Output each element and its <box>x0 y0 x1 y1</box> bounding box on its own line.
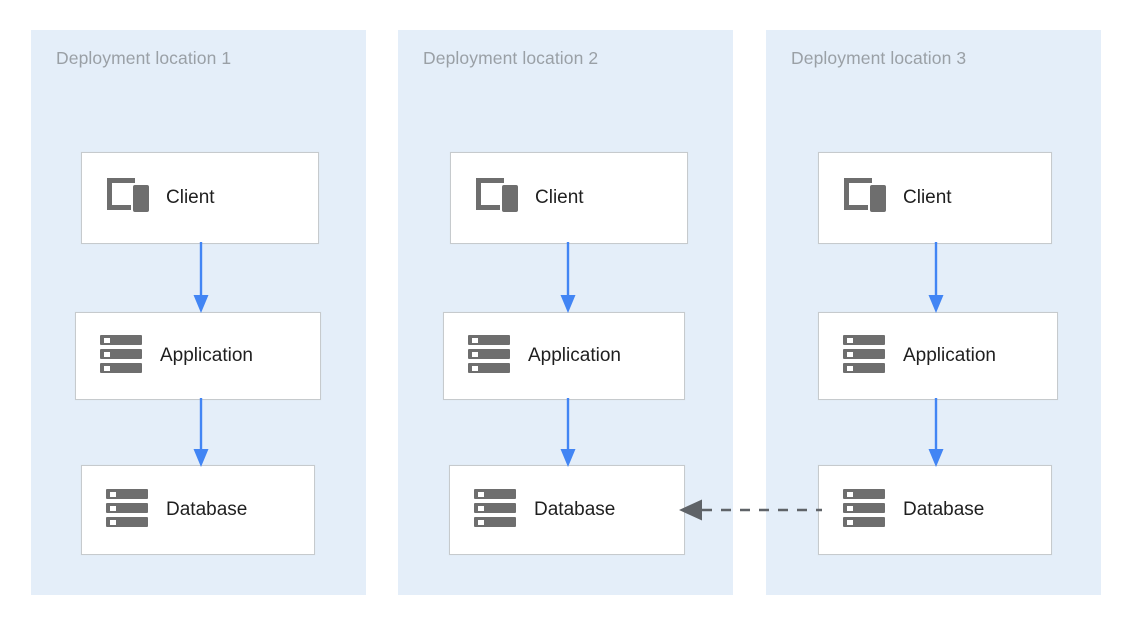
devices-icon <box>473 176 519 221</box>
connector-client-to-application <box>928 242 944 313</box>
deployment-location-3-panel: Deployment location 3 Client <box>766 30 1101 595</box>
server-stack-icon <box>466 333 512 380</box>
server-stack-icon <box>841 487 887 534</box>
server-stack-icon <box>841 333 887 380</box>
deployment-location-3-application-label: Application <box>903 345 996 366</box>
deployment-location-3-client-label: Client <box>903 187 952 208</box>
deployment-location-1-database-label: Database <box>166 499 248 520</box>
server-stack-icon <box>472 487 518 534</box>
deployment-location-1-application-label: Application <box>160 345 253 366</box>
deployment-location-3-application-node[interactable]: Application <box>818 312 1058 400</box>
deployment-location-2-client-label: Client <box>535 187 584 208</box>
deployment-location-1-database-node[interactable]: Database <box>81 465 315 555</box>
deployment-location-1-client-node[interactable]: Client <box>81 152 319 244</box>
diagram-title: Multi-region deployment architecture <box>0 0 1 1</box>
deployment-location-3-client-node[interactable]: Client <box>818 152 1052 244</box>
deployment-location-2-client-node[interactable]: Client <box>450 152 688 244</box>
connector-application-to-database <box>928 398 944 467</box>
server-stack-icon <box>98 333 144 380</box>
deployment-location-3-database-label: Database <box>903 499 985 520</box>
deployment-location-2-application-label: Application <box>528 345 621 366</box>
devices-icon <box>841 176 887 221</box>
deployment-location-3-database-node[interactable]: Database <box>818 465 1052 555</box>
deployment-location-2-application-node[interactable]: Application <box>443 312 685 400</box>
deployment-location-1-title: Deployment location 1 <box>56 48 232 68</box>
connector-application-to-database <box>193 398 209 467</box>
connector-client-to-application <box>193 242 209 313</box>
deployment-location-2-database-node[interactable]: Database <box>449 465 685 555</box>
deployment-location-1-client-label: Client <box>166 187 215 208</box>
deployment-location-2-title: Deployment location 2 <box>423 48 599 68</box>
devices-icon <box>104 176 150 221</box>
connector-application-to-database <box>560 398 576 467</box>
replication-dashed-arrow <box>679 499 822 521</box>
deployment-location-3-title: Deployment location 3 <box>791 48 967 68</box>
deployment-location-1-application-node[interactable]: Application <box>75 312 321 400</box>
deployment-location-1-panel: Deployment location 1 Client <box>31 30 366 595</box>
deployment-location-2-database-label: Database <box>534 499 616 520</box>
deployment-location-2-panel: Deployment location 2 Client <box>398 30 733 595</box>
server-stack-icon <box>104 487 150 534</box>
connector-client-to-application <box>560 242 576 313</box>
